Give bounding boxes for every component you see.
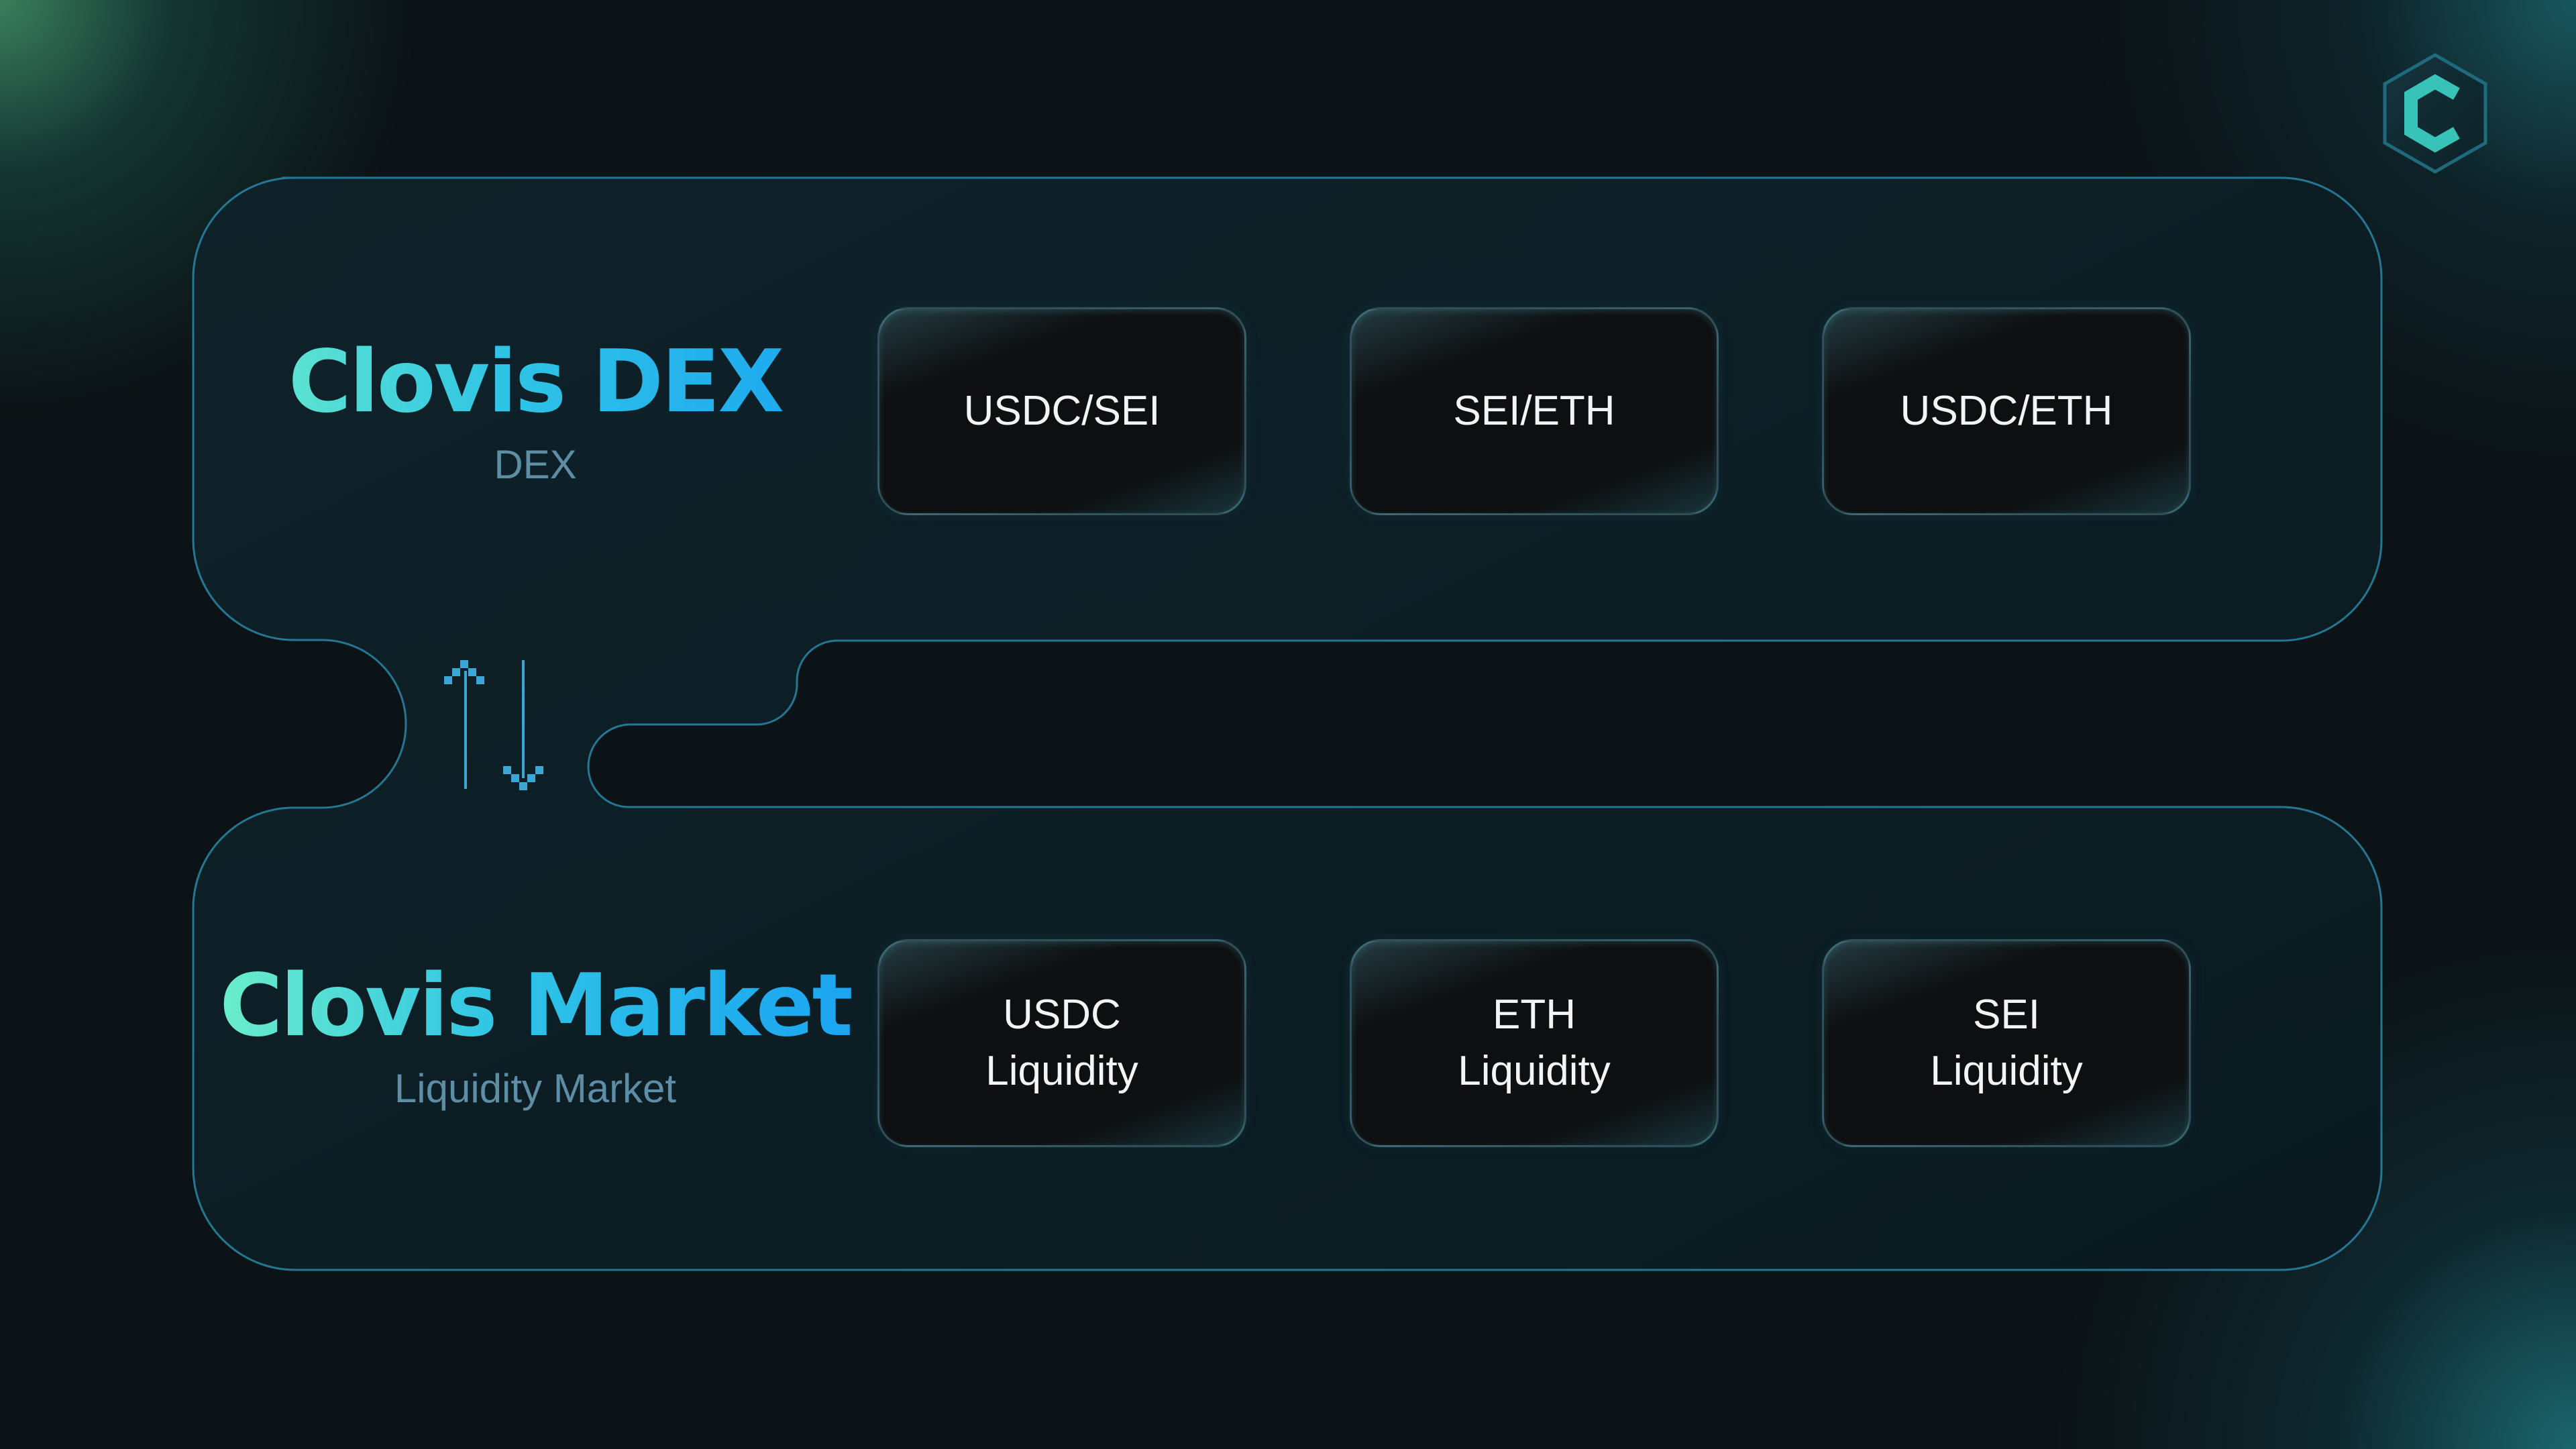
- pair-card-label: USDC/SEI: [963, 388, 1161, 434]
- liquidity-card-sei: SEI Liquidity: [1822, 939, 2191, 1147]
- pair-card-sei-eth: SEI/ETH: [1350, 307, 1719, 515]
- dex-subtitle: DEX: [494, 442, 577, 487]
- pair-card-usdc-eth: USDC/ETH: [1822, 307, 2191, 515]
- liquidity-card-usdc: USDC Liquidity: [877, 939, 1246, 1147]
- pair-card-label: USDC/ETH: [1900, 388, 2113, 434]
- pair-card-usdc-sei: USDC/SEI: [877, 307, 1246, 515]
- arrow-down-icon: [503, 660, 543, 790]
- pair-card-label: SEI/ETH: [1453, 388, 1615, 434]
- clovis-hexagon-logo-icon: [2383, 53, 2487, 174]
- dex-title: Clovis DEX: [200, 332, 871, 433]
- market-title: Clovis Market: [200, 956, 871, 1057]
- market-subtitle: Liquidity Market: [394, 1066, 677, 1111]
- liquidity-card-label: ETH Liquidity: [1458, 991, 1611, 1094]
- arrow-up-icon: [444, 660, 484, 789]
- liquidity-card-label: USDC Liquidity: [985, 991, 1138, 1094]
- liquidity-card-eth: ETH Liquidity: [1350, 939, 1719, 1147]
- liquidity-card-label: SEI Liquidity: [1930, 991, 2083, 1094]
